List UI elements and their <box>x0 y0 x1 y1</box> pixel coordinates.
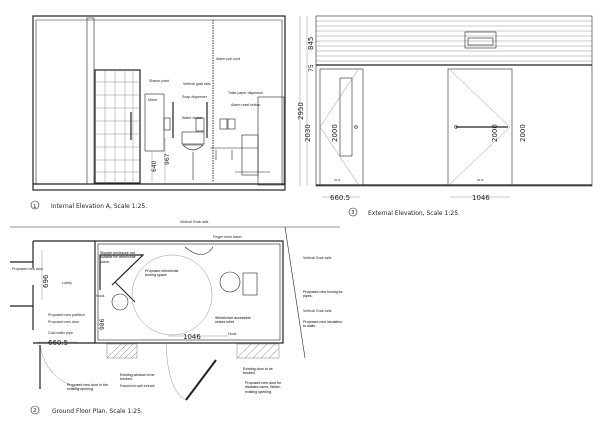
label-vertical-grab-rails: Vertical Grab rails <box>180 220 209 224</box>
label-shower-enclosure: Shower enclosure not suitable for wheelc… <box>100 251 136 264</box>
dim-640: 640 <box>151 160 158 172</box>
drawing-number-circle <box>30 200 40 210</box>
dim-1046: 1046 <box>472 194 490 202</box>
shower-enclosure <box>99 254 145 290</box>
label-new-partition: Proposed new partition <box>48 313 85 317</box>
toilet-paper-dispenser <box>219 118 228 130</box>
label-mirror: Mirror <box>148 98 158 102</box>
ground-floor-plan: 696 986 660.5 1046 Vertical Grab rails F… <box>10 220 343 415</box>
label-passivent: Passivent wall extract <box>120 384 155 388</box>
disabled-door-leaf <box>185 359 217 401</box>
label-lobby: Lobby <box>62 281 72 285</box>
label-proposed-new-door: Proposed new door <box>12 267 44 271</box>
dim-2000-side: 2000 <box>519 124 527 142</box>
label-window-bricked: Existing window to be bricked. <box>120 373 155 382</box>
caption-ground-floor-plan: Ground Floor Plan. Scale 1:25. <box>52 408 143 415</box>
drawing-number: 1 <box>33 204 37 210</box>
label-soap-dispenser: Soap dispenser <box>182 95 208 99</box>
mirror <box>144 93 165 152</box>
water-heater <box>181 131 205 145</box>
dim-2000-left: 2000 <box>331 124 339 142</box>
label-shaver-point: Shaver point <box>149 79 169 83</box>
dim-986: 986 <box>99 318 106 330</box>
column <box>86 17 95 185</box>
dim-2000-right: 2000 <box>491 124 499 142</box>
label-toilet-paper-dispenser: Toilet paper dispenser <box>228 91 264 95</box>
dim-660-5: 660.5 <box>48 339 68 347</box>
label-hook: Hook <box>228 332 237 336</box>
rinse-basin <box>184 246 214 255</box>
cladding <box>316 20 592 62</box>
drawing-number: 2 <box>33 408 37 414</box>
door-swing <box>165 343 187 401</box>
label-boxing: Proposed new boxing for pipes. <box>303 290 343 299</box>
dim-75: 75 <box>308 64 315 72</box>
label-water-heater: Water heater <box>182 116 203 120</box>
dim-2030: 2030 <box>304 124 312 142</box>
label-alarm-reset-button: Alarm reset button <box>231 103 260 107</box>
label-insulation: Proposed new insulation to walls. <box>303 320 343 329</box>
label-hook: Hook <box>96 294 105 298</box>
wc-pan <box>219 271 241 293</box>
label-door-bricked: Existing door to be bricked. <box>243 367 273 376</box>
internal-elevation-a: Mirror Shaver point Vertical grab rails … <box>30 15 286 210</box>
label-vertical-grab-rails: Vertical Grab rails <box>303 309 332 313</box>
soap-dispenser <box>195 117 205 132</box>
toilet <box>210 96 285 186</box>
label-vertical-grab-rails: Vertical Grab rails <box>303 256 332 260</box>
door-right: D1.02 <box>447 68 513 186</box>
dim-696: 696 <box>42 274 50 288</box>
dim-2950: 2950 <box>297 102 305 120</box>
dim-1046: 1046 <box>183 333 201 341</box>
label-alarm-pull-cord: Alarm pull cord <box>216 57 240 61</box>
external-elevation: D1.01 D1.02 845 75 2950 2030 2000 2000 2… <box>297 15 593 217</box>
door-tag-right: D1.02 <box>477 179 484 182</box>
vent <box>464 31 497 49</box>
label-unisex-toilet: Wheelchair accessible unisex toilet <box>215 316 251 325</box>
dim-845: 845 <box>307 37 315 50</box>
alarm-reset-button <box>227 118 236 130</box>
turning-circle <box>131 254 213 336</box>
drawing-number: 3 <box>351 210 355 216</box>
label-finger-rinse-basin: Finger rinse basin <box>213 235 242 239</box>
shower-enclosure <box>94 69 141 184</box>
dim-660-5: 660.5 <box>330 194 350 202</box>
basin <box>182 144 204 151</box>
label-cold-water-pipe: Cold water pipe <box>48 331 73 335</box>
label-door-disabled: Proposed new door for disabled users. Wi… <box>245 381 282 394</box>
cistern <box>242 272 258 296</box>
caption-elevation-a: Internal Elevation A, Scale 1:25. <box>51 203 147 210</box>
label-turning-space: Proposed wheelchair turning space <box>145 269 179 278</box>
dim-967: 967 <box>164 153 171 165</box>
external-frame <box>315 15 593 187</box>
door-left: D1.01 <box>319 68 364 186</box>
shaver-point <box>163 117 171 131</box>
caption-external-elevation: External Elevation, Scale 1:25. <box>368 210 460 217</box>
lobby-walls <box>32 240 95 344</box>
toilet-room-walls <box>94 240 284 344</box>
label-new-door: Proposed new door <box>48 320 80 324</box>
label-door-existing-opening: Proposed new door in the existing openin… <box>67 383 108 392</box>
door-tag-left: D1.01 <box>334 179 341 182</box>
label-vertical-grab-rails: Vertical grab rails <box>183 82 211 86</box>
elevation-frame <box>32 15 286 191</box>
